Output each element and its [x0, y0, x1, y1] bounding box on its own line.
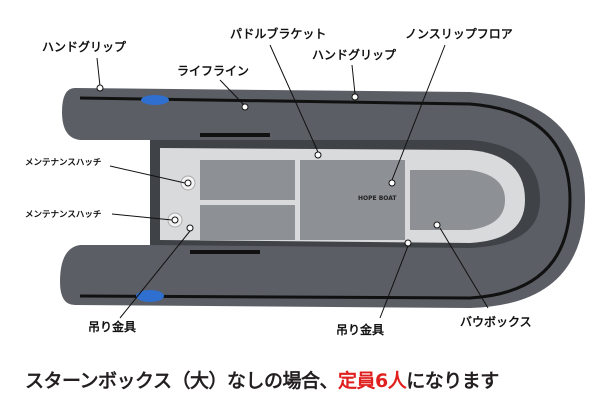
floor-panel — [300, 160, 405, 240]
lifeline-rope — [79, 96, 572, 300]
floor-panel — [200, 205, 295, 240]
label-hand-grip-right: ハンドグリップ — [312, 48, 397, 62]
label-bow-box: バウボックス — [460, 315, 532, 329]
label-lifeline: ライフライン — [177, 64, 250, 78]
caption-text-end: になります — [406, 370, 499, 392]
label-nonslip-floor: ノンスリップフロア — [405, 27, 513, 41]
label-lifting-eye-left: 吊り金具 — [88, 320, 137, 334]
boat-logo: HOPE BOAT — [358, 195, 397, 202]
logo-badge — [141, 95, 169, 105]
logo-badge — [136, 290, 164, 302]
label-maintenance-hatch-2: メンテナンスハッチ — [25, 210, 102, 220]
caption-text: スターンボックス（大）なしの場合、 — [25, 370, 338, 392]
caption-highlight: 定員6人 — [337, 370, 407, 392]
label-hand-grip-left: ハンドグリップ — [42, 40, 127, 54]
label-maintenance-hatch-1: メンテナンスハッチ — [25, 158, 102, 168]
label-paddle-bracket: パドルブラケット — [230, 27, 327, 41]
bow-box-panel — [410, 170, 505, 230]
floor-panel — [200, 160, 295, 200]
capacity-caption: スターンボックス（大）なしの場合、定員6人になります — [25, 366, 499, 393]
label-lifting-eye-right: 吊り金具 — [336, 323, 385, 337]
